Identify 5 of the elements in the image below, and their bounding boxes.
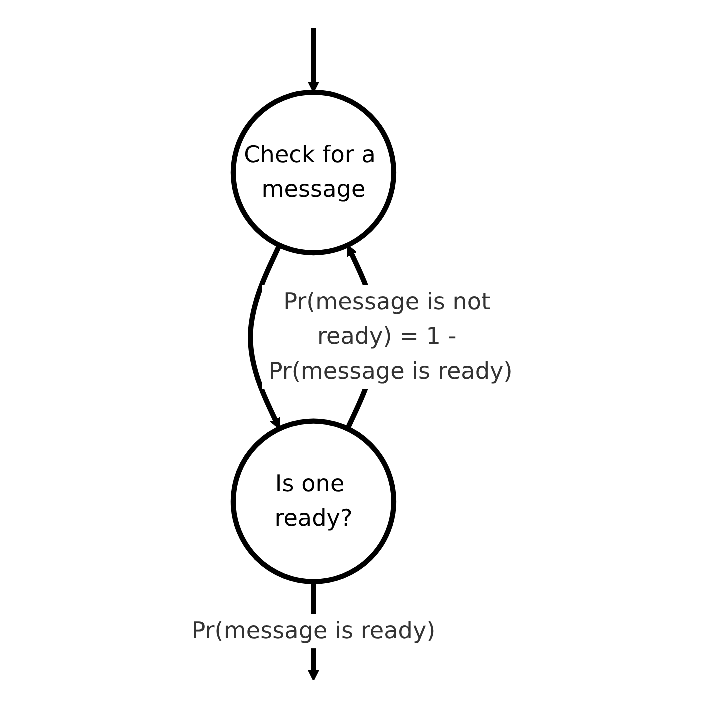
edge-label: Pr(message is ready) bbox=[192, 618, 436, 645]
node-circle: Is one ready? bbox=[230, 418, 397, 584]
edge-label: Pr(message is not ready) = 1 - Pr(message is ready) bbox=[268, 288, 513, 386]
arrow bbox=[248, 244, 282, 430]
node-circle: Check for a message bbox=[230, 90, 397, 256]
